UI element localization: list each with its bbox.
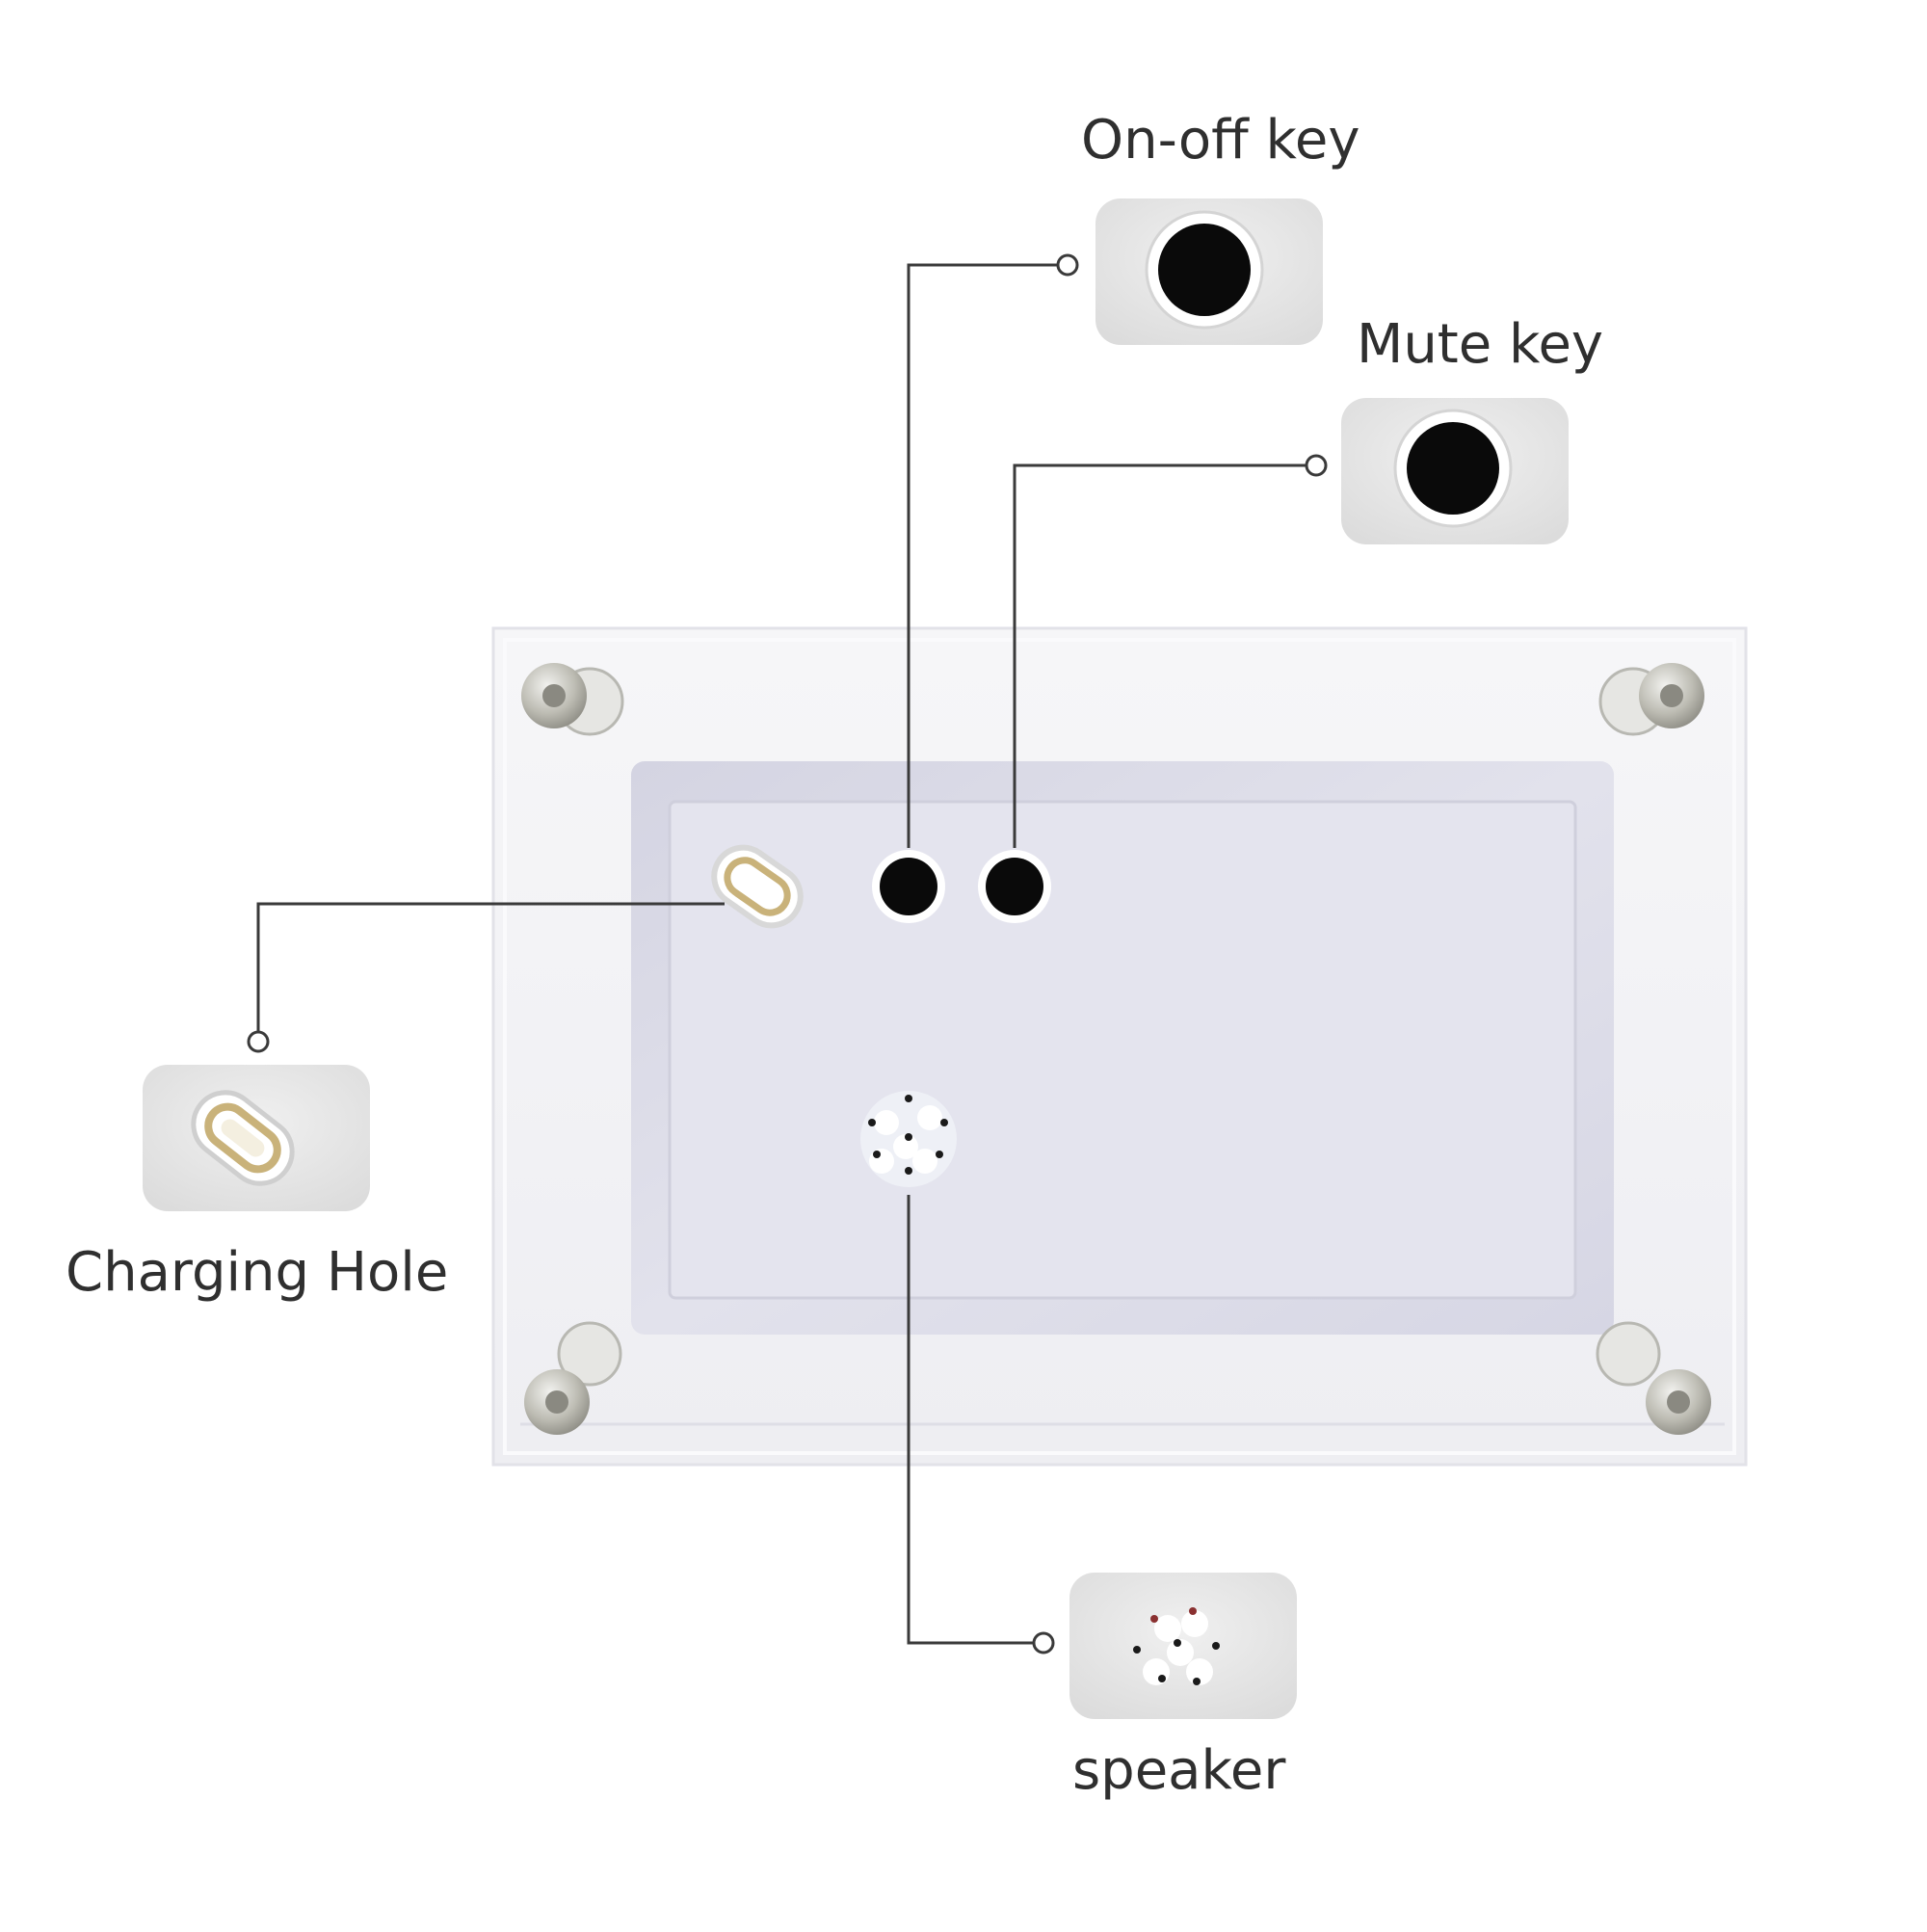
mute-key-label: Mute key [1357,313,1604,376]
screw-bottom-right [1596,1321,1711,1435]
screw-bottom-left [524,1321,622,1435]
back-panel [631,761,1614,1335]
usb-c-port-icon [711,844,804,929]
on-off-key-callout [1095,198,1323,345]
callout-line-on-off [907,253,1079,848]
charging-hole-callout [143,1065,370,1211]
callout-line-charging [247,902,725,1053]
callout-line-speaker [907,1195,1055,1654]
speaker-label: speaker [1072,1739,1286,1802]
screw-top-right [1598,663,1704,736]
callout-line-mute [1013,454,1328,848]
mute-button-icon [978,850,1051,923]
on-off-button-icon [872,850,945,923]
on-off-key-label: On-off key [1081,109,1360,172]
charging-hole-label: Charging Hole [66,1241,449,1304]
screw-top-left [521,663,624,736]
speaker-callout [1069,1573,1297,1719]
speaker-grille-icon [860,1091,957,1187]
mute-key-callout [1341,398,1569,544]
